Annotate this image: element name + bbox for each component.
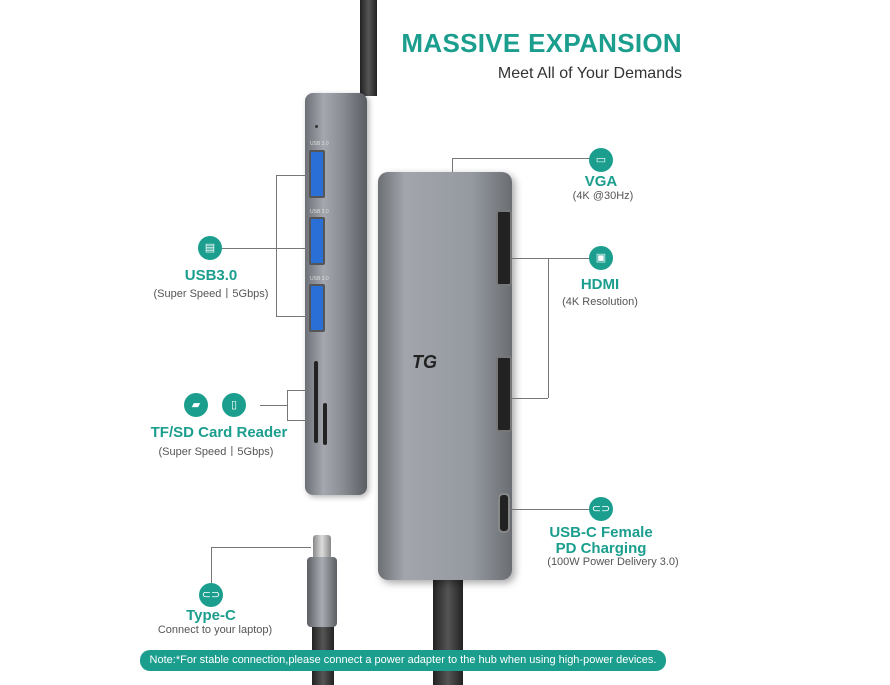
usb-c-port — [498, 493, 510, 533]
tf-card-icon: ▯ — [222, 393, 246, 417]
sd-card-icon: ▰ — [184, 393, 208, 417]
usb-port-3 — [309, 284, 325, 332]
sd-slot — [314, 361, 318, 443]
card-reader-detail: (Super Speed丨5Gbps) — [158, 446, 274, 458]
hdmi-detail: (4K Resolution) — [562, 296, 638, 308]
card-reader-label: TF/SD Card Reader — [150, 424, 288, 441]
type-c-plug — [307, 535, 337, 650]
usb-c-icon: ⊂⊃ — [589, 497, 613, 521]
hub-back-unit: USB 3.0 USB 3.0 USB 3.0 — [305, 93, 367, 495]
indicator-led — [315, 125, 318, 128]
type-c-detail: Connect to your laptop) — [157, 624, 273, 636]
usbc-female-label: USB-C Female — [549, 524, 653, 541]
vga-port-icon: ▭ — [589, 148, 613, 172]
port-marking: USB 3.0 — [310, 276, 329, 282]
usb-port-2 — [309, 217, 325, 265]
tf-slot — [323, 403, 327, 445]
usb-port-1 — [309, 150, 325, 198]
port-marking: USB 3.0 — [310, 141, 329, 147]
monitor-icon: ▣ — [589, 246, 613, 270]
usb-c-icon: ⊂⊃ — [199, 583, 223, 607]
subheadline: Meet All of Your Demands — [497, 65, 682, 82]
note-banner: Note:*For stable connection,please conne… — [140, 650, 666, 671]
usb3-detail: (Super Speed丨5Gbps) — [153, 288, 269, 300]
port-marking: USB 3.0 — [310, 209, 329, 215]
type-c-label: Type-C — [186, 607, 236, 624]
hdmi-label: HDMI — [580, 276, 620, 293]
brand-logo: TG — [412, 352, 437, 372]
usb-icon: ▤ — [198, 236, 222, 260]
usbc-female-detail: (100W Power Delivery 3.0) — [547, 556, 679, 568]
usbc-pd-label: PD Charging — [555, 540, 647, 557]
hdmi-port-2 — [496, 356, 512, 432]
hub-front-unit — [378, 172, 512, 580]
headline: MASSIVE EXPANSION — [401, 28, 682, 58]
usb3-label: USB3.0 — [184, 267, 238, 284]
top-cable — [360, 0, 377, 96]
vga-detail: (4K @30Hz) — [572, 190, 634, 202]
hdmi-port-1 — [496, 210, 512, 286]
vga-label: VGA — [584, 173, 618, 190]
